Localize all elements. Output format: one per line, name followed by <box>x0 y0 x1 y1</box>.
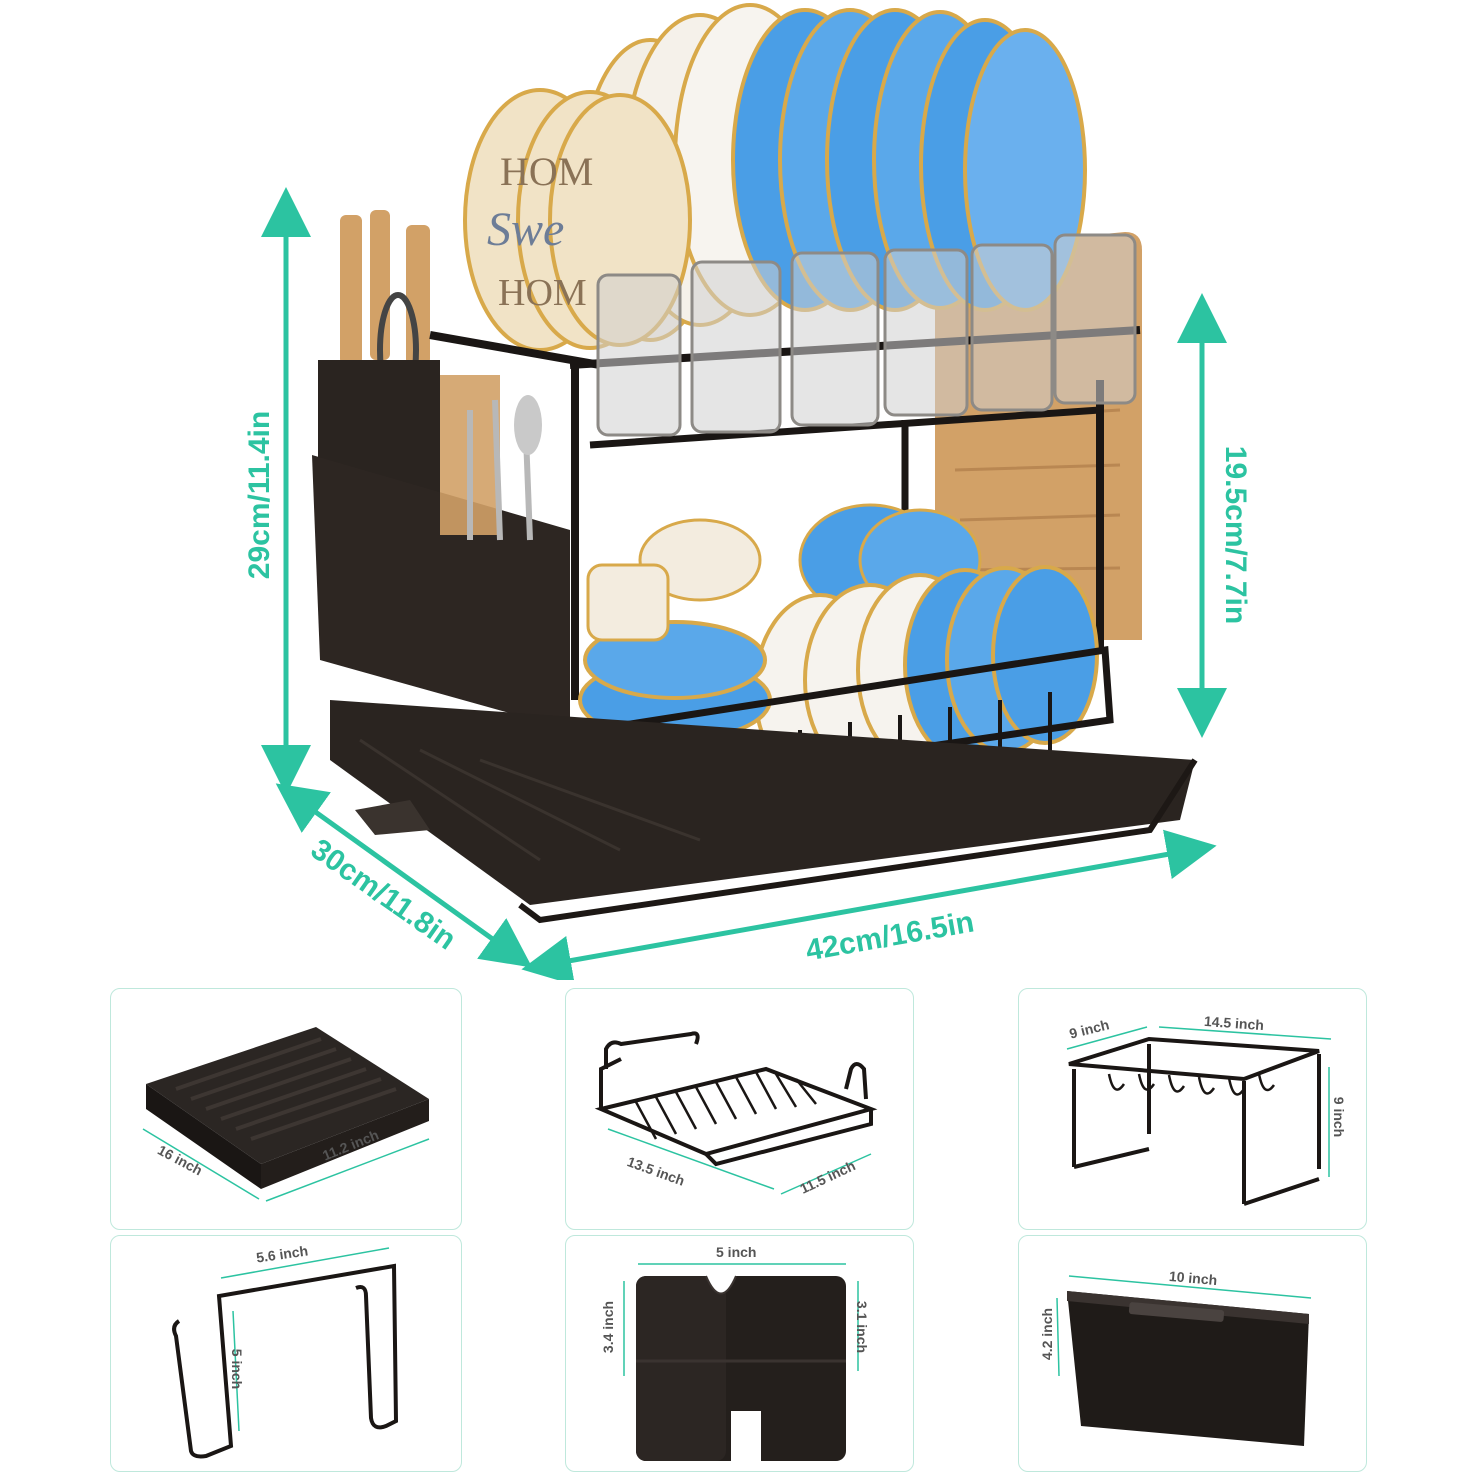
lower-basket-drawing <box>594 1031 878 1195</box>
part-panel-lower-basket: 13.5 inch 11.5 inch <box>565 988 914 1230</box>
main-product-illustration: HOM Swe HOM <box>243 3 1252 980</box>
plate-text-2: Swe <box>487 203 564 256</box>
part-panel-cup-holder-box: 10 inch 4.2 inch <box>1018 1235 1367 1472</box>
plate-text-1: HOM <box>500 149 593 194</box>
height-lower-label: 19.5cm/7.7in <box>1219 445 1252 625</box>
upper-rack-drawing <box>1066 1026 1332 1206</box>
plate-text-3: HOM <box>498 272 587 314</box>
cup-holder-box-drawing <box>1056 1275 1312 1446</box>
height-total-label: 29cm/11.4in <box>243 410 276 580</box>
board-hook-drawing <box>172 1247 399 1459</box>
depth-arrow <box>275 783 533 968</box>
knives <box>340 210 430 408</box>
part-panel-upper-rack: 9 inch 14.5 inch 9 inch <box>1018 988 1367 1230</box>
drip-tray-drawing <box>142 1027 430 1202</box>
utensil-holder-width-label: 5 inch <box>716 1244 757 1260</box>
part-panel-utensil-holder: 5 inch 3.4 inch 3.1 inch <box>565 1235 914 1472</box>
utensil-holder-main <box>312 360 570 730</box>
utensil-holder-height-left-label: 3.4 inch <box>600 1300 617 1354</box>
cup-holder-box-height-label: 4.2 inch <box>1039 1307 1056 1361</box>
utensil-holder-drawing <box>623 1263 859 1461</box>
utensil-holder-height-right-label: 3.1 inch <box>854 1300 871 1354</box>
part-panel-drip-tray: 16 inch 11.2 inch <box>110 988 462 1230</box>
upper-rack-height-label: 9 inch <box>1331 1096 1348 1138</box>
glass-cups <box>596 233 1137 437</box>
board-hook-height-label: 5 inch <box>229 1348 246 1390</box>
width-arrow <box>521 829 1217 980</box>
part-panel-board-hook: 5.6 inch 5 inch <box>110 1235 462 1472</box>
dish-rack-drawing: HOM Swe HOM <box>261 3 1227 980</box>
upper-plates: HOM Swe HOM <box>463 3 1087 352</box>
